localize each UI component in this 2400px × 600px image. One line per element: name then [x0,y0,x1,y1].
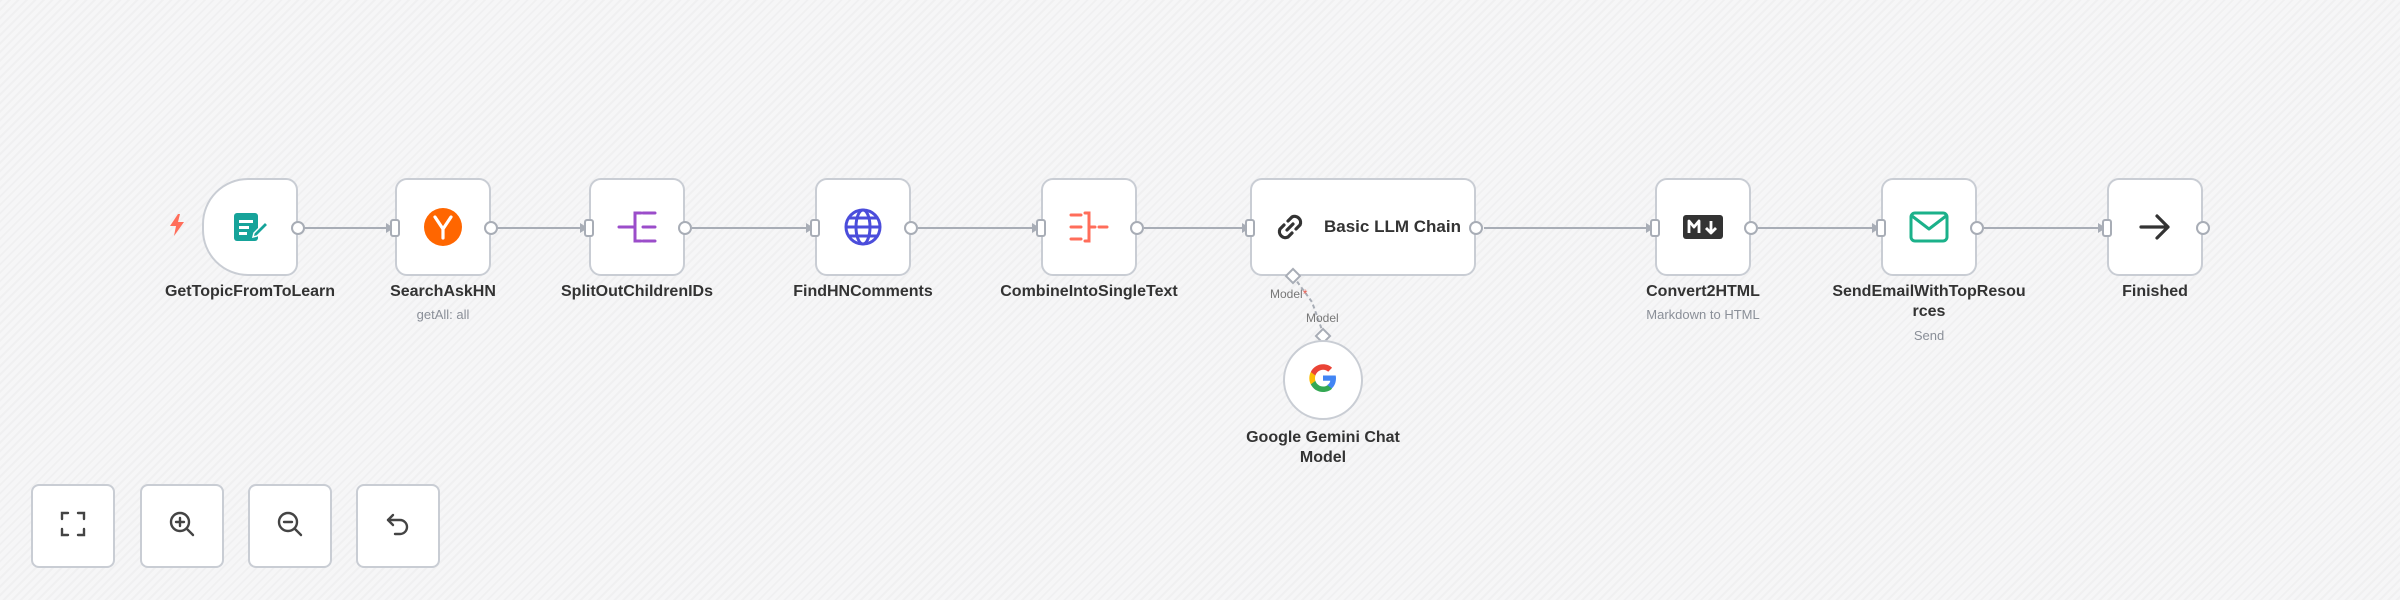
input-port[interactable] [1876,219,1886,237]
node-google-gemini[interactable] [1283,340,1363,420]
split-out-icon [615,207,659,247]
input-port[interactable] [584,219,594,237]
connection-model-link [1292,275,1323,331]
node-label: CombineIntoSingleText [1000,283,1178,300]
node-split-out-children[interactable] [589,178,685,276]
input-port[interactable] [1036,219,1046,237]
node-get-topic[interactable] [202,178,298,276]
globe-icon [842,206,884,248]
google-icon [1306,361,1340,400]
arrow-right-icon [2136,210,2174,244]
node-label: Finished [2122,283,2188,300]
node-label: SendEmailWithTopResou rces [1832,283,2026,320]
node-convert-html[interactable] [1655,178,1751,276]
output-port[interactable] [904,221,918,235]
hacker-news-icon [422,206,464,248]
output-port[interactable] [1970,221,1984,235]
fit-view-icon [58,509,88,544]
node-combine-single-text[interactable] [1041,178,1137,276]
link-icon [1270,207,1310,247]
output-port[interactable] [1130,221,1144,235]
node-label: Basic LLM Chain [1324,217,1461,236]
output-port[interactable] [1744,221,1758,235]
undo-icon [383,509,413,544]
node-label: SearchAskHN [390,283,496,300]
zoom-out-icon [275,509,305,544]
node-find-hn-comments[interactable] [815,178,911,276]
output-port[interactable] [1469,221,1483,235]
node-search-ask-hn[interactable] [395,178,491,276]
node-finished[interactable] [2107,178,2203,276]
node-label: SplitOutChildrenIDs [561,283,713,300]
node-send-email[interactable] [1881,178,1977,276]
aggregate-icon [1067,207,1111,247]
reset-zoom-button[interactable] [356,484,440,568]
node-subtitle: Send [1913,328,1945,343]
input-port[interactable] [810,219,820,237]
input-port[interactable] [1650,219,1660,237]
node-subtitle: Markdown to HTML [1646,307,1760,322]
lightning-icon [169,214,185,241]
node-label: GetTopicFromToLearn [164,283,336,300]
input-port[interactable] [2102,219,2112,237]
zoom-in-icon [167,509,197,544]
node-basic-llm-chain[interactable]: Basic LLM Chain [1250,178,1476,276]
output-port[interactable] [291,221,305,235]
output-port[interactable] [678,221,692,235]
email-icon [1908,210,1950,244]
input-port[interactable] [1245,219,1255,237]
fit-view-button[interactable] [31,484,115,568]
input-port[interactable] [390,219,400,237]
model-connector-label: Model* [1270,287,1308,301]
model-link-label: Model [1306,311,1339,325]
node-label: FindHNComments [793,283,933,300]
zoom-out-button[interactable] [248,484,332,568]
form-edit-icon [230,207,270,247]
zoom-in-button[interactable] [140,484,224,568]
output-port[interactable] [2196,221,2210,235]
output-port[interactable] [484,221,498,235]
node-label: Convert2HTML [1646,283,1760,300]
node-subtitle: getAll: all [416,307,470,322]
markdown-icon [1681,213,1725,241]
node-label: Google Gemini Chat Model [1246,429,1400,466]
